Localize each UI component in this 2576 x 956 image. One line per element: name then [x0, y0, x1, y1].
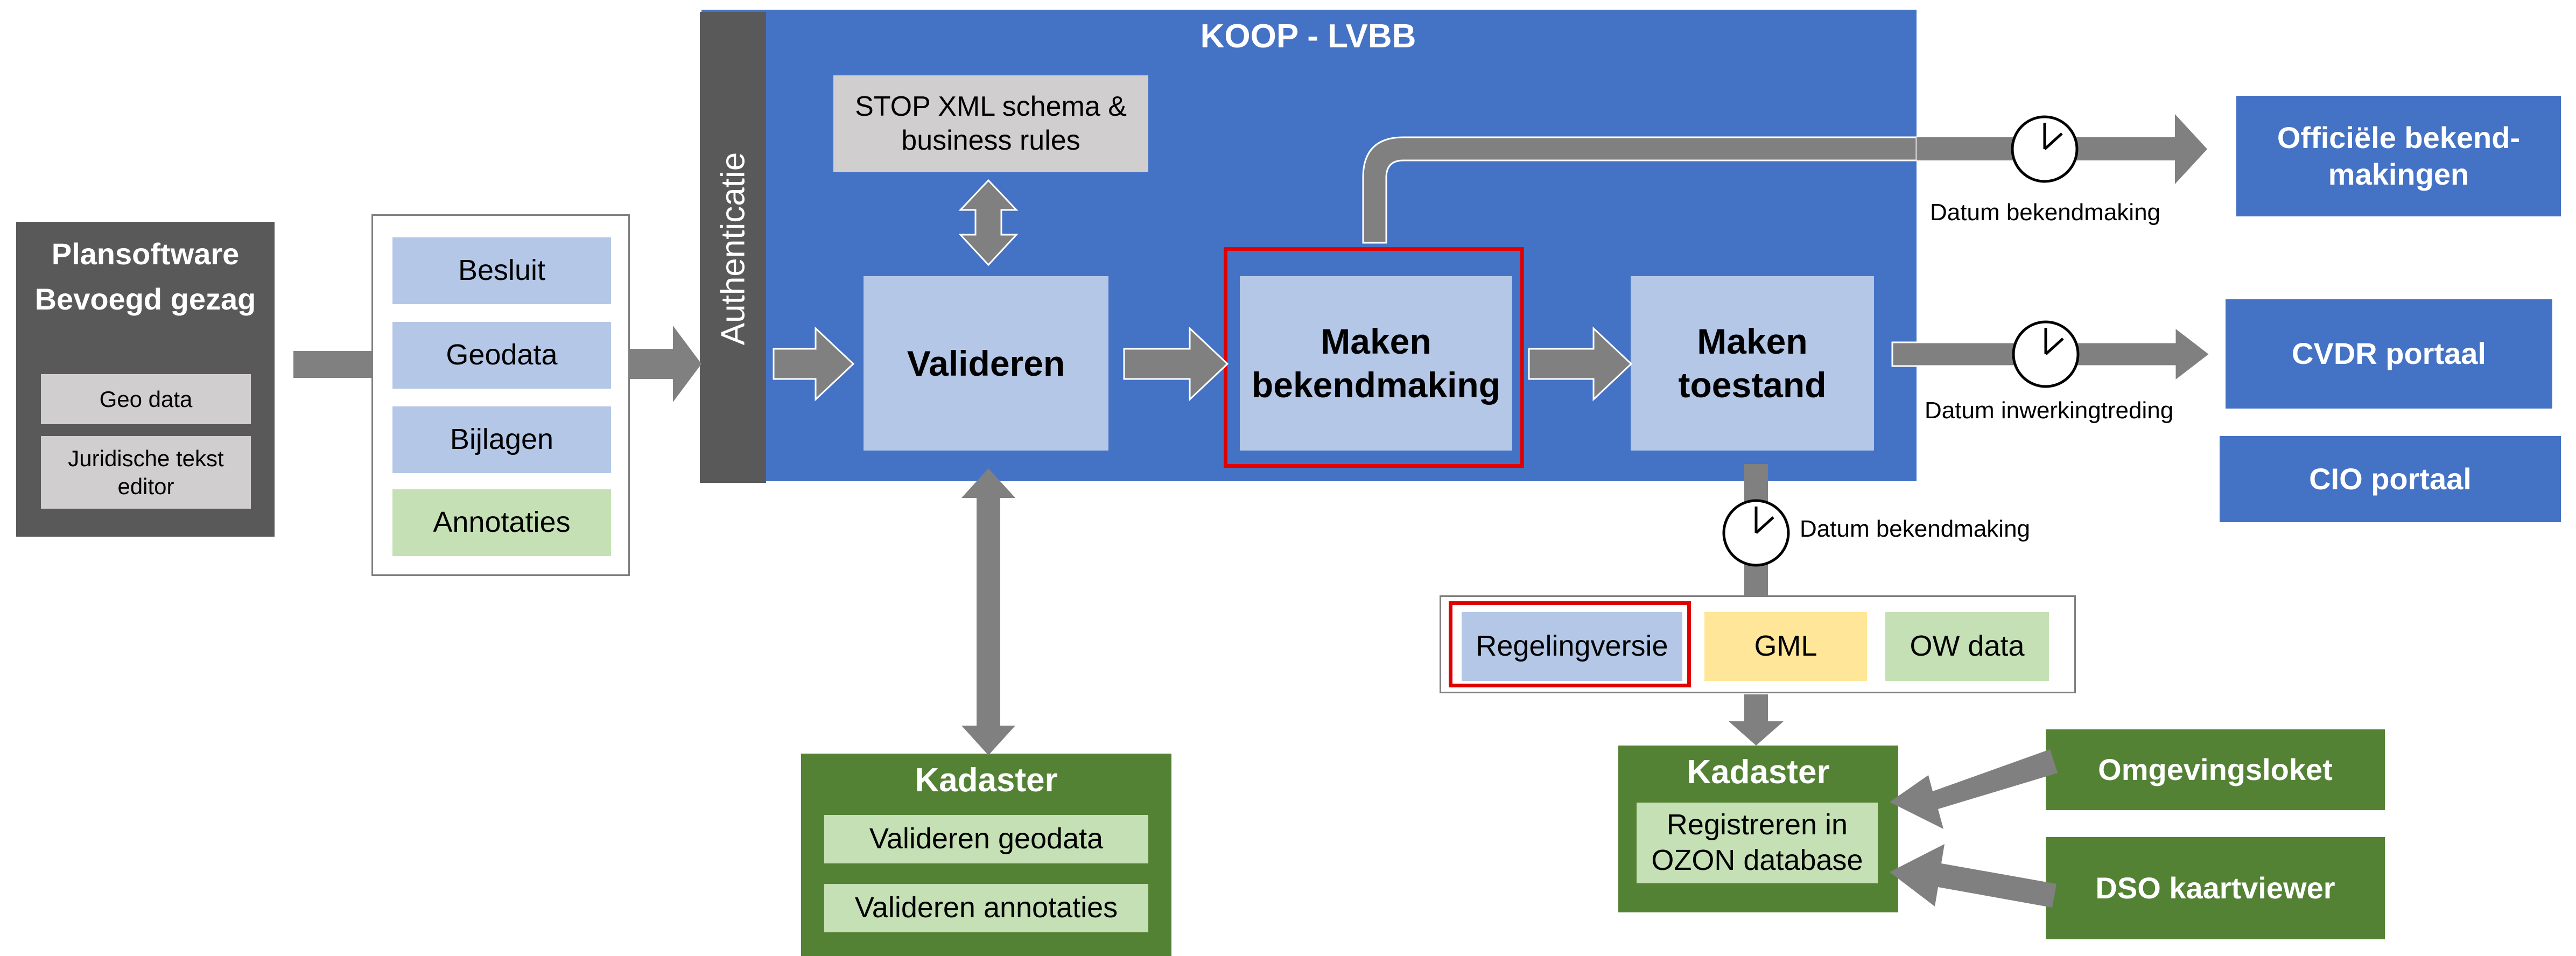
plansoftware-item-juridische-editor: Juridische tekst editor: [41, 436, 251, 509]
officiele-bekendmakingen-box: Officiële bekend- makingen: [2236, 96, 2561, 216]
arrow-stop-valideren: [958, 179, 1019, 266]
maken-toestand-box: Maken toestand: [1631, 276, 1874, 451]
arrow-omgevingsloket-to-kadaster: [1890, 749, 2058, 829]
arrow-bekendmaking-to-toestand: [1528, 326, 1633, 402]
input-item-annotaties: Annotaties: [392, 489, 611, 556]
data-item-regelingversie: Regelingversie: [1462, 612, 1682, 681]
arrow-valideren-to-bekendmaking: [1123, 326, 1229, 402]
stop-xml-box: STOP XML schema & business rules: [833, 75, 1148, 172]
clock-icon-inwerkingtreding: [2012, 320, 2080, 388]
kadaster-left-item-annotaties: Valideren annotaties: [824, 884, 1148, 932]
arrow-bekendmaking-to-officiele-curve: [1362, 136, 1918, 244]
arrow-input-to-authenticatie: [630, 326, 701, 402]
cvdr-portaal-box: CVDR portaal: [2226, 299, 2552, 409]
connector-plansoftware-to-input: [293, 351, 371, 378]
kadaster-left-box: Kadaster Valideren geodata Valideren ann…: [801, 754, 1171, 956]
dso-kaartviewer-box: DSO kaartviewer: [2046, 837, 2385, 939]
data-item-gml: GML: [1704, 612, 1867, 681]
label-datum-inwerkingtreding: Datum inwerkingtreding: [1925, 397, 2174, 424]
arrow-datapackage-to-kadaster: [1729, 694, 1784, 746]
arrow-dso-to-kadaster: [1890, 844, 2056, 908]
input-item-geodata: Geodata: [392, 322, 611, 389]
plansoftware-title: Plansoftware Bevoegd gezag: [34, 237, 256, 316]
cio-portaal-box: CIO portaal: [2220, 436, 2561, 522]
authenticatie-bar: [700, 12, 766, 483]
input-package-box: Besluit Geodata Bijlagen Annotaties: [371, 214, 630, 576]
clock-icon-bekendmaking-bottom: [1722, 499, 1790, 567]
label-datum-bekendmaking-bottom: Datum bekendmaking: [1800, 516, 2031, 542]
arrow-valideren-kadaster: [961, 468, 1015, 755]
plansoftware-item-geo-data: Geo data: [41, 374, 251, 424]
kadaster-left-item-geodata: Valideren geodata: [824, 815, 1148, 863]
koop-title: KOOP - LVBB: [1200, 18, 1416, 55]
kadaster-right-box: Kadaster Registreren in OZON database: [1618, 746, 1898, 912]
data-item-ow-data: OW data: [1885, 612, 2049, 681]
regelingversie-highlight: [1449, 601, 1691, 687]
arrow-auth-to-valideren: [773, 326, 855, 402]
maken-bekendmaking-box: Maken bekendmaking: [1240, 276, 1512, 451]
plansoftware-box: Plansoftware Bevoegd gezag Geo data Juri…: [16, 222, 275, 537]
label-datum-bekendmaking-top: Datum bekendmaking: [1930, 199, 2161, 226]
input-item-bijlagen: Bijlagen: [392, 406, 611, 473]
maken-bekendmaking-highlight: [1224, 247, 1524, 468]
kadaster-left-title: Kadaster: [915, 762, 1058, 799]
valideren-box: Valideren: [864, 276, 1108, 451]
clock-icon-bekendmaking-top: [2011, 115, 2079, 183]
kadaster-right-title: Kadaster: [1687, 754, 1830, 791]
input-item-besluit: Besluit: [392, 237, 611, 304]
omgevingsloket-box: Omgevingsloket: [2046, 729, 2385, 810]
kadaster-right-content: Registreren in OZON database: [1637, 803, 1878, 883]
